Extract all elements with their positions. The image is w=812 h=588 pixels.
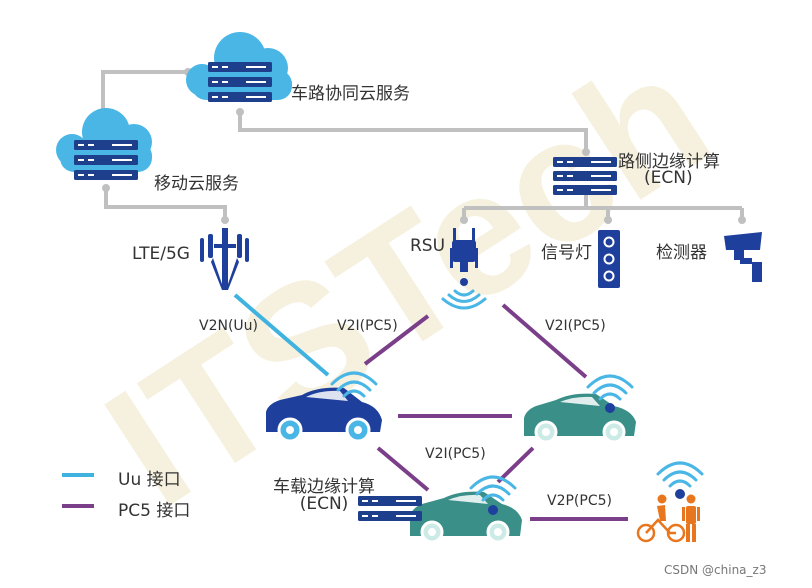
wire-cloud-to-mobile — [101, 70, 188, 115]
legend-label-pc5: PC5 接口 — [118, 501, 191, 521]
link-v2i-left — [363, 314, 430, 366]
label-traffic-light: 信号灯 — [541, 243, 592, 263]
server-icon-cloud — [208, 62, 272, 102]
label-cloud-service: 车路协同云服务 — [291, 84, 410, 104]
wire-cloud-to-roadside — [238, 112, 588, 152]
link-v2i-right — [501, 303, 588, 379]
server-icon-vehicle-edge — [358, 496, 422, 521]
label-roadside-edge: 路侧边缘计算 — [618, 152, 720, 172]
label-base-station: LTE/5G — [132, 244, 190, 264]
rsu-signal-icon — [441, 289, 487, 310]
rsu-icon — [441, 228, 487, 310]
wire-mobile-to-base — [104, 188, 227, 220]
label-roadside-edge-abbr: (ECN) — [644, 168, 693, 188]
cloud-icon-vehicle-road — [186, 32, 292, 102]
backbone-wiring — [101, 70, 744, 220]
server-icon-roadside-edge — [553, 157, 617, 195]
label-vehicle-edge-abbr: (ECN) — [299, 494, 349, 514]
pedestrian-signal-icon — [656, 461, 704, 488]
label-link-v2p: V2P(PC5) — [547, 493, 612, 509]
detector-camera-icon — [724, 232, 762, 282]
label-link-v2i-right: V2I(PC5) — [545, 318, 606, 334]
car-teal-bottom-signal-icon — [469, 475, 517, 502]
label-link-v2i-left: V2I(PC5) — [337, 318, 398, 334]
label-rsu: RSU — [410, 236, 446, 256]
label-vehicle-edge: 车载边缘计算 — [273, 477, 375, 497]
cloud-icon-mobile — [56, 108, 152, 180]
car-blue-icon — [266, 371, 382, 443]
link-v2v-right — [496, 446, 535, 484]
car-teal-right-icon — [524, 374, 636, 444]
legend-label-uu: Uu 接口 — [118, 470, 181, 490]
server-icon-mobile — [74, 140, 138, 180]
comm-links — [233, 293, 628, 521]
credit-text: CSDN @china_z3 — [664, 563, 767, 577]
label-link-v2i-center: V2I(PC5) — [425, 446, 486, 462]
car-teal-bottom-icon — [410, 475, 522, 544]
label-mobile-cloud: 移动云服务 — [154, 174, 239, 194]
car-blue-signal-icon — [330, 371, 378, 398]
car-teal-right-signal-icon — [586, 374, 634, 401]
base-station-icon — [200, 228, 249, 290]
pedestrian-cyclist-icon — [636, 461, 704, 543]
label-detector: 检测器 — [656, 243, 707, 263]
label-link-v2n: V2N(Uu) — [199, 318, 259, 334]
traffic-light-icon — [598, 230, 620, 288]
link-v2v-left — [376, 446, 430, 492]
link-v2n — [233, 293, 330, 377]
